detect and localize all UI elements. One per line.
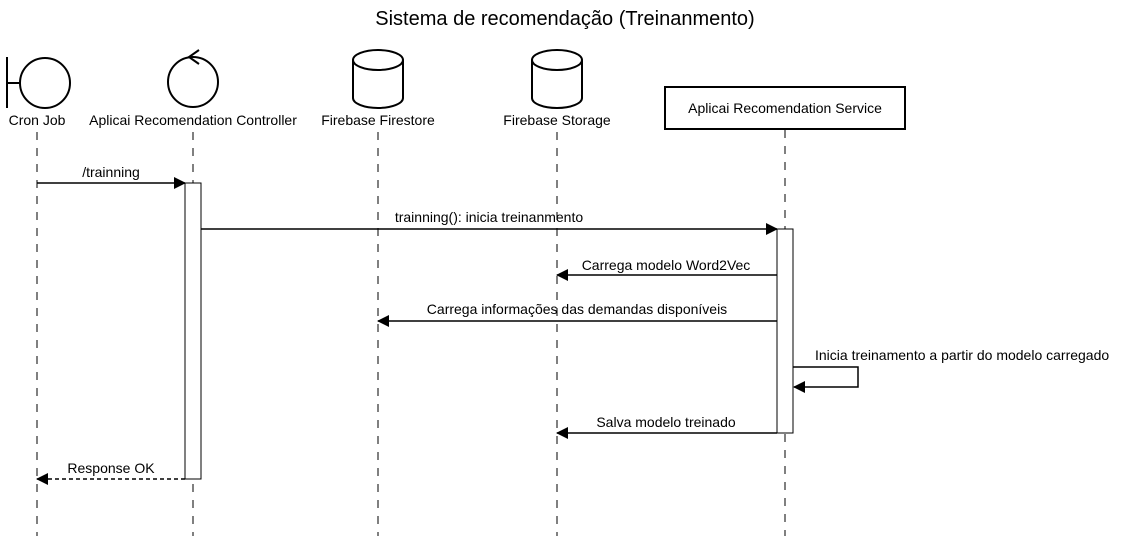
message-label: Inicia treinamento a partir do modelo ca… (815, 347, 1109, 363)
participant-label: Aplicai Recomendation Service (688, 100, 882, 116)
participant-label: Firebase Storage (503, 112, 611, 128)
message-3: Carrega modelo Word2Vec (556, 257, 777, 281)
participant-label: Firebase Firestore (321, 112, 435, 128)
participant-label: Aplicai Recomendation Controller (89, 112, 297, 128)
message-label: Carrega informações das demandas disponí… (427, 301, 727, 317)
control-icon (167, 49, 219, 108)
message-label: Salva modelo treinado (596, 414, 736, 430)
participant-label: Cron Job (9, 112, 66, 128)
message-1: /trainning (37, 164, 186, 189)
message-6: Salva modelo treinado (556, 414, 777, 439)
participant-service: Aplicai Recomendation Service (664, 86, 906, 130)
message-4: Carrega informações das demandas disponí… (377, 301, 777, 327)
activation-bar-service (776, 228, 794, 434)
participant-controller: Aplicai Recomendation Controller (89, 49, 297, 128)
diagram-title: Sistema de recomendação (Treinanmento) (375, 8, 754, 30)
participant-box (664, 86, 906, 130)
boundary-icon (6, 57, 71, 109)
message-5: Inicia treinamento a partir do modelo ca… (793, 347, 1109, 393)
message-label: Response OK (67, 460, 155, 476)
message-7: Response OK (36, 460, 185, 485)
database-icon (531, 49, 583, 109)
participant-cron: Cron Job (6, 57, 71, 128)
self-message-arrow (793, 366, 859, 393)
message-label: /trainning (82, 164, 140, 180)
participant-firestore: Firebase Firestore (321, 49, 435, 128)
database-icon (352, 49, 404, 109)
message-2: trainning(): inicia treinanmento (201, 209, 778, 235)
activation-bar-controller (184, 182, 202, 480)
participant-storage: Firebase Storage (503, 49, 611, 128)
message-label: trainning(): inicia treinanmento (395, 209, 584, 225)
message-label: Carrega modelo Word2Vec (582, 257, 751, 273)
